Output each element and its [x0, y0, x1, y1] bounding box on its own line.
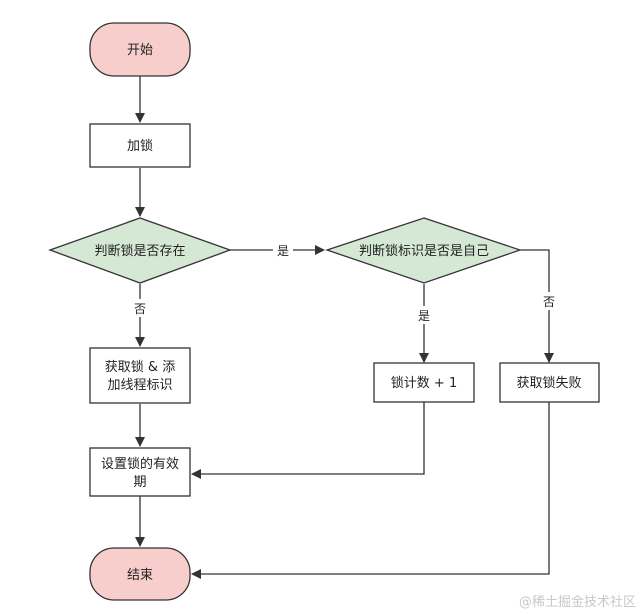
node-count-inc-label: 锁计数 + 1 [391, 375, 457, 391]
node-acquire [89, 347, 191, 404]
node-check-self-label: 判断锁标识是否是自己 [359, 243, 489, 259]
node-acquire-fail [499, 362, 600, 403]
edge-label-exists-no: 否 [134, 302, 146, 316]
edge-label-self-no: 否 [543, 295, 555, 309]
node-end [89, 547, 191, 601]
edge-count-to-set-expire [191, 402, 425, 479]
edge-check-self-no [520, 249, 554, 363]
node-lock [89, 123, 191, 168]
node-check-self [324, 217, 523, 284]
node-check-exists [48, 217, 232, 284]
node-acquire-fail-label: 获取锁失败 [516, 375, 581, 391]
node-count-inc [373, 362, 475, 403]
edge-fail-to-end [191, 402, 550, 579]
node-set-expire-label-line2: 期 [133, 475, 146, 490]
edge-label-self-yes: 是 [418, 309, 430, 323]
edge-label-exists-yes: 是 [277, 244, 289, 258]
edges [135, 76, 554, 579]
watermark: @稀土掘金技术社区 [519, 594, 636, 610]
node-start-label: 开始 [127, 43, 153, 58]
node-acquire-label-line2: 加线程标识 [107, 378, 172, 393]
node-set-expire-label-line1: 设置锁的有效 [101, 456, 179, 472]
node-end-label: 结束 [127, 568, 153, 583]
node-set-expire [89, 447, 191, 497]
node-check-exists-label: 判断锁是否存在 [94, 243, 185, 259]
node-lock-label: 加锁 [127, 138, 153, 154]
node-acquire-label-line1: 获取锁 & 添 [105, 359, 175, 375]
node-start [89, 22, 191, 77]
